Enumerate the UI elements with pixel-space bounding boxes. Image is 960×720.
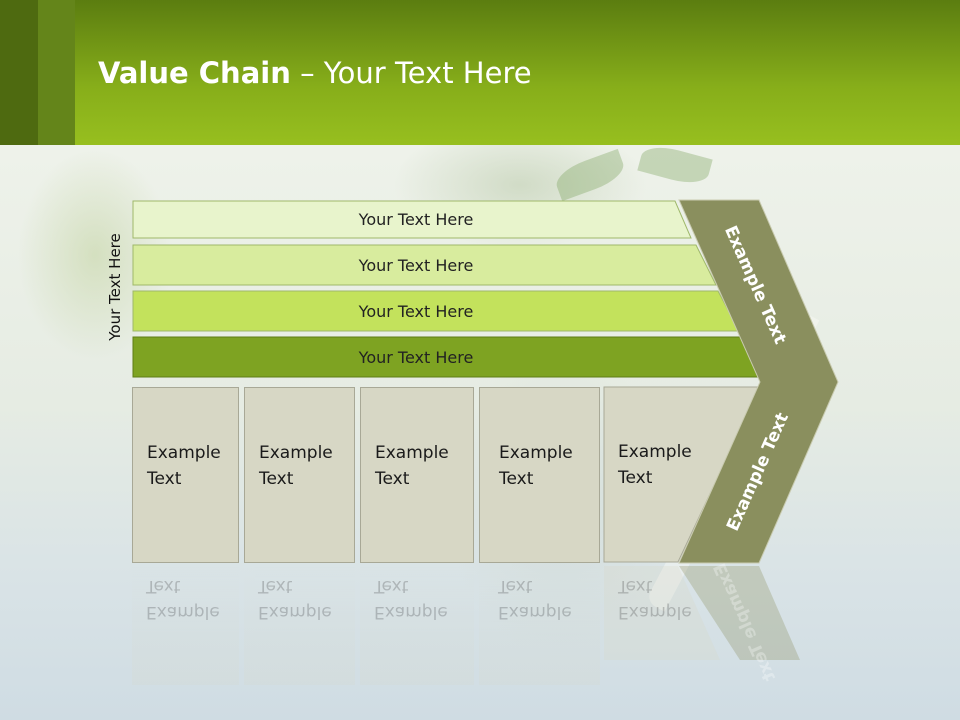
box-3-line-2: Text	[375, 469, 410, 489]
box-5-shape	[603, 386, 761, 563]
bar-4-label: Your Text Here	[358, 347, 474, 367]
activity-box-3: Example Text	[360, 387, 474, 563]
box-2-line-1: Example	[259, 443, 333, 463]
box-4-line-2: Text	[499, 469, 534, 489]
activity-box-1: Example Text	[132, 387, 239, 563]
bar-1-label: Your Text Here	[358, 210, 474, 229]
activity-box-4: Example Text	[479, 387, 600, 563]
title-bold: Value Chain	[98, 56, 291, 90]
chevron-shape	[678, 199, 839, 564]
slide-title: Value Chain – Your Text Here	[98, 56, 532, 90]
header-accent-strip	[0, 0, 38, 145]
bar-2-shape	[132, 244, 717, 286]
box-5-reflection	[604, 566, 720, 660]
title-rest: – Your Text Here	[290, 56, 532, 90]
box-2-line-2: Text	[259, 469, 294, 489]
header-accent-strip	[38, 0, 75, 145]
activity-box-5: Example Text	[604, 387, 714, 563]
activity-box-2: Example Text	[244, 387, 355, 563]
bar-2-label: Your Text Here	[358, 255, 474, 275]
slide-header: Value Chain – Your Text Here	[0, 0, 960, 145]
bar-1: Your Text Here	[133, 201, 699, 238]
box-1-line-2: Text	[147, 469, 182, 489]
bar-1-shape	[132, 200, 692, 239]
box-5-line-2: Text	[618, 468, 653, 488]
box-1-line-1: Example	[147, 443, 221, 463]
box-5-line-1: Example	[618, 442, 692, 462]
chevron-reflection	[679, 566, 800, 660]
bar-3: Your Text Here	[133, 291, 699, 331]
bar-3-label: Your Text Here	[358, 301, 474, 321]
bar-2: Your Text Here	[133, 245, 699, 285]
bar-4: Your Text Here	[133, 337, 699, 377]
box-4-line-1: Example	[499, 443, 573, 463]
box-3-line-1: Example	[375, 443, 449, 463]
